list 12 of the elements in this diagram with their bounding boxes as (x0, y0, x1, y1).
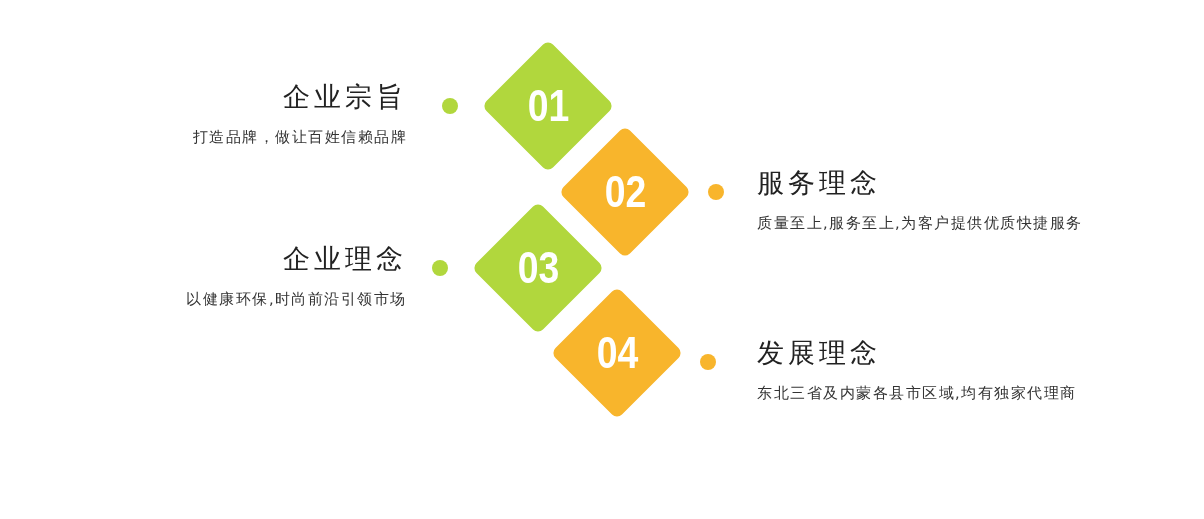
section-heading: 服务理念 (757, 166, 881, 200)
section-heading: 企业宗旨 (283, 80, 407, 114)
step-number: 01 (527, 81, 569, 131)
step-number: 04 (596, 328, 638, 378)
step-number: 02 (604, 167, 646, 217)
section-description: 打造品牌，做让百姓信赖品牌 (192, 128, 407, 147)
section-description: 质量至上,服务至上,为客户提供优质快捷服务 (757, 214, 1083, 233)
section-description: 以健康环保,时尚前沿引领市场 (186, 290, 407, 309)
step-number: 03 (517, 243, 559, 293)
section-heading: 企业理念 (283, 242, 407, 276)
section-description: 东北三省及内蒙各县市区域,均有独家代理商 (757, 384, 1077, 403)
section-heading: 发展理念 (757, 336, 881, 370)
